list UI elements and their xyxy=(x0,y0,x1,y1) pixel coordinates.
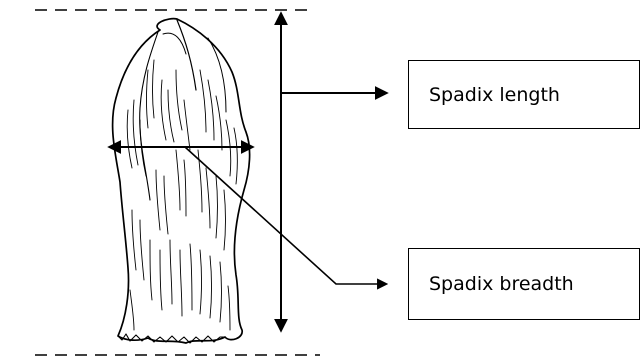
spadix-length-label: Spadix length xyxy=(408,60,640,129)
spadix-illustration xyxy=(113,19,250,343)
spadix-breadth-label: Spadix breadth xyxy=(408,248,640,320)
spadix-length-text: Spadix length xyxy=(429,84,560,106)
spadix-breadth-text: Spadix breadth xyxy=(429,273,574,295)
breadth-leader-line xyxy=(185,147,386,284)
